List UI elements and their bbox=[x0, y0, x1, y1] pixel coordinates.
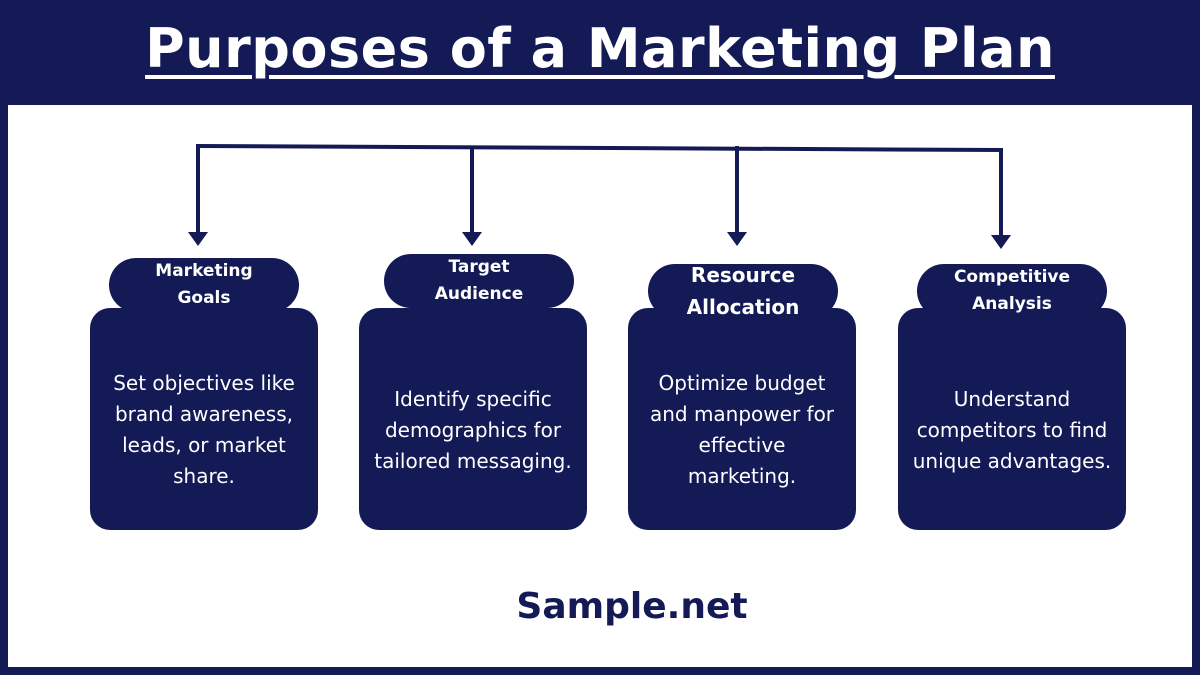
card-marketing-goals: Set objectives like brand awareness, lea… bbox=[90, 308, 318, 530]
pill-heading: Competitive Analysis bbox=[953, 267, 1071, 314]
pill-resource-allocation: Resource Allocation bbox=[648, 263, 838, 319]
pill-heading: Resource Allocation bbox=[686, 263, 800, 319]
card-competitive-analysis: Understand competitors to find unique ad… bbox=[898, 308, 1126, 530]
pill-heading: Target Audience bbox=[434, 257, 524, 304]
connector-trunk bbox=[195, 143, 1004, 153]
pill-competitive-analysis: Competitive Analysis bbox=[917, 264, 1107, 318]
card-target-audience: Identify specific demographics for tailo… bbox=[359, 308, 587, 530]
card-description: Set objectives like brand awareness, lea… bbox=[113, 371, 295, 488]
arrowhead-2 bbox=[462, 232, 482, 246]
pill-target-audience: Target Audience bbox=[384, 254, 574, 308]
arrowhead-1 bbox=[188, 232, 208, 246]
card-resource-allocation: Optimize budget and manpower for effecti… bbox=[628, 308, 856, 530]
pill-heading: Marketing Goals bbox=[155, 261, 253, 308]
page-title: Purposes of a Marketing Plan bbox=[145, 17, 1055, 80]
card-description: Identify specific demographics for tailo… bbox=[374, 386, 572, 473]
brand-watermark: Sample.net bbox=[516, 586, 748, 627]
pill-marketing-goals: Marketing Goals bbox=[109, 258, 299, 312]
card-description: Understand competitors to find unique ad… bbox=[912, 386, 1112, 473]
arrowhead-4 bbox=[991, 235, 1011, 249]
arrowhead-3 bbox=[727, 232, 747, 246]
card-description: Optimize budget and manpower for effecti… bbox=[649, 371, 835, 488]
